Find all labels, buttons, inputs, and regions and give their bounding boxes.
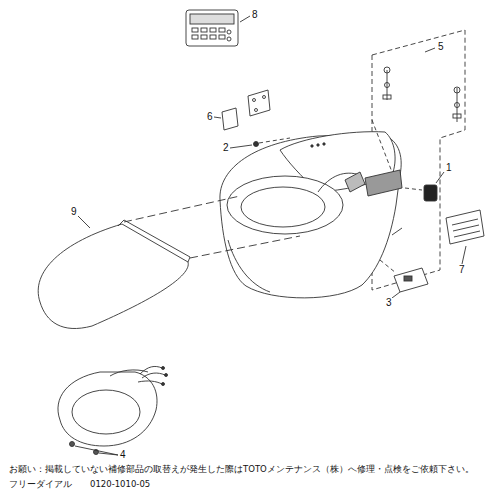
callout-number: 5 xyxy=(437,42,445,52)
side-cover xyxy=(446,210,484,244)
base-plate xyxy=(394,268,428,292)
mounting-plate xyxy=(222,90,270,130)
callout-number: 4 xyxy=(119,450,127,460)
callout-number: 6 xyxy=(206,112,214,122)
callout-number: 3 xyxy=(385,298,393,308)
callout-number: 2 xyxy=(222,143,230,153)
callout-number: 1 xyxy=(445,163,453,173)
note-text: お願い：掲載していない補修部品の取替えが発生した際はTOTOメンテナンス（株）へ… xyxy=(8,465,475,474)
cover-cap xyxy=(424,185,437,201)
note-text: フリーダイアル 0120-1010-05 xyxy=(8,480,151,489)
callout-number: 8 xyxy=(251,10,259,20)
callout-number: 7 xyxy=(458,265,466,275)
toilet-lid xyxy=(38,220,190,329)
remote-control xyxy=(186,10,238,46)
toilet-seat xyxy=(58,366,168,454)
callout-number: 9 xyxy=(70,207,78,217)
toilet-body xyxy=(220,132,402,298)
